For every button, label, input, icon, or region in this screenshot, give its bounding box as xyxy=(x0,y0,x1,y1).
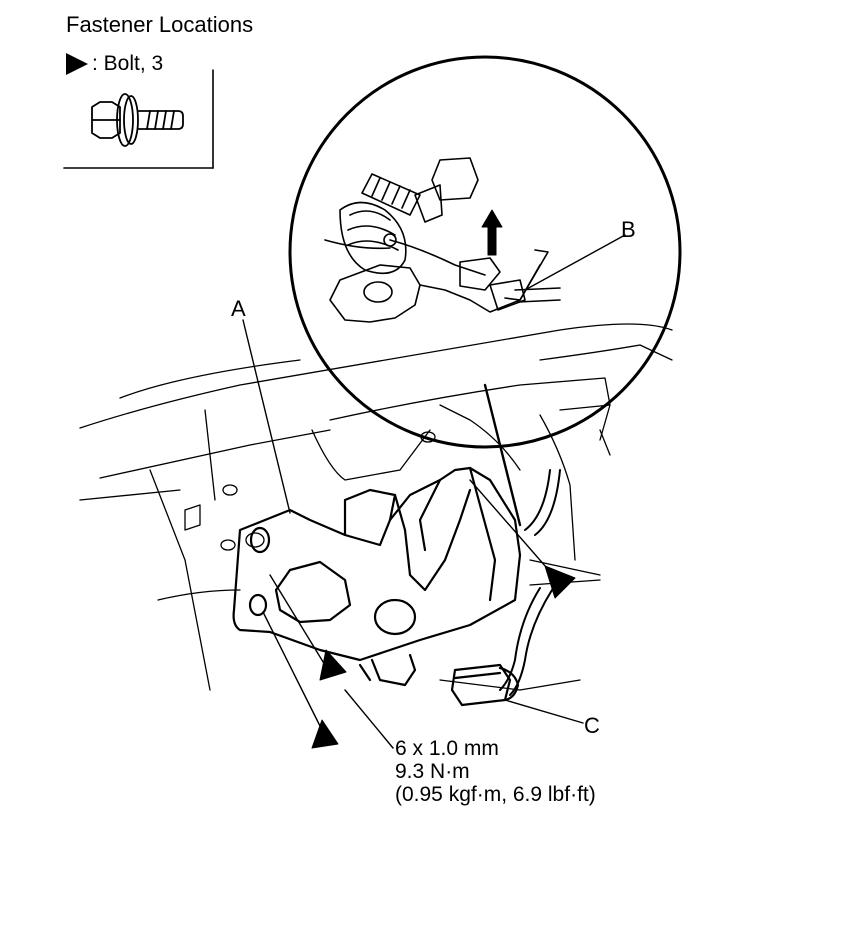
bolt-markers xyxy=(311,565,576,749)
bolt-icon xyxy=(91,93,184,147)
torque-spec: 6 x 1.0 mm 9.3 N·m (0.95 kgf·m, 6.9 lbf·… xyxy=(395,737,596,806)
legend-box xyxy=(63,69,214,169)
leader-spec xyxy=(344,689,394,749)
legend-text: : Bolt, 3 xyxy=(92,52,164,75)
page-title: Fastener Locations xyxy=(66,12,254,37)
triangle-marker-icon xyxy=(66,53,88,75)
body-panel xyxy=(79,323,673,691)
leader-a xyxy=(242,319,291,514)
detail-circle-icon xyxy=(288,55,682,527)
leader-bolt-2 xyxy=(269,574,329,671)
spec-size: 6 x 1.0 mm xyxy=(395,737,499,760)
spec-torque-alt: (0.95 kgf·m, 6.9 lbf·ft) xyxy=(395,783,596,806)
callout-c: C xyxy=(584,713,600,738)
leader-b xyxy=(524,234,626,291)
callout-a: A xyxy=(231,296,246,321)
legend: : Bolt, 3 xyxy=(66,52,163,76)
leader-lines xyxy=(242,234,626,749)
leader-c xyxy=(504,699,584,724)
spec-torque-nm: 9.3 N·m xyxy=(395,760,470,783)
bolt-marker-3 xyxy=(544,565,576,599)
bolt-marker-2 xyxy=(319,649,347,681)
callout-b: B xyxy=(621,217,636,242)
leader-bolt-1 xyxy=(262,611,323,731)
hood-latch-icon xyxy=(232,466,522,687)
arrow-up-icon xyxy=(481,209,503,256)
bolt-marker-1 xyxy=(311,719,339,749)
leader-bolt-3 xyxy=(469,479,554,576)
harness xyxy=(499,469,561,696)
